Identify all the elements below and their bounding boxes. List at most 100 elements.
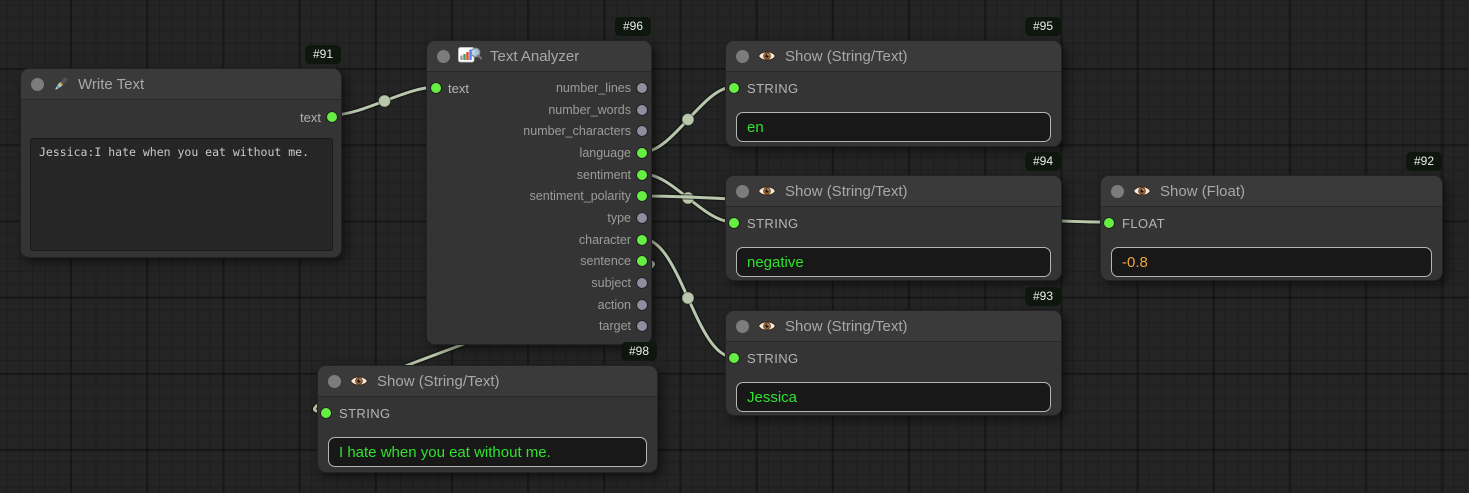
node-show-float[interactable]: #92 Show (Float) FLOAT -0.8	[1100, 152, 1443, 281]
output-row-text: text	[300, 106, 341, 128]
output-port-action[interactable]	[637, 299, 647, 310]
node-status-dot[interactable]	[437, 49, 450, 63]
output-port-type[interactable]	[637, 212, 647, 223]
output-label: subject	[591, 276, 631, 291]
input-label: text	[448, 80, 469, 96]
input-port-text[interactable]	[431, 83, 441, 93]
output-port-character[interactable]	[637, 234, 647, 245]
output-port-sentiment-polarity[interactable]	[637, 191, 647, 202]
output-row: sentiment	[427, 164, 651, 186]
eye-icon	[757, 49, 777, 63]
node-header[interactable]: Show (String/Text)	[726, 311, 1061, 342]
value-display: I hate when you eat without me.	[328, 437, 647, 467]
output-label: sentiment_polarity	[529, 189, 631, 204]
value-display: negative	[736, 247, 1051, 277]
input-port-string[interactable]	[729, 353, 739, 363]
output-port-sentiment[interactable]	[637, 169, 647, 180]
output-label: text	[300, 109, 321, 125]
input-row-string: STRING	[726, 212, 799, 234]
output-row: language	[427, 142, 651, 164]
input-port-string[interactable]	[729, 218, 739, 228]
output-port-number-characters[interactable]	[637, 126, 647, 137]
node-header[interactable]: Show (String/Text)	[726, 41, 1061, 72]
output-row: sentiment_polarity	[427, 185, 651, 207]
input-port-string[interactable]	[729, 83, 739, 93]
node-id-badge: #93	[1024, 287, 1061, 306]
node-id-badge: #96	[614, 17, 651, 36]
output-row: subject	[427, 272, 651, 294]
node-title: Write Text	[78, 75, 145, 93]
output-label: character	[578, 232, 631, 247]
node-id-badge: #94	[1024, 152, 1061, 171]
input-port-float[interactable]	[1104, 218, 1114, 228]
node-write-text[interactable]: #91 Write Text text Jessica:I hate when …	[20, 45, 342, 258]
output-port-language[interactable]	[637, 147, 647, 158]
node-status-dot[interactable]	[31, 77, 44, 91]
input-label: FLOAT	[1122, 215, 1165, 231]
write-text-input[interactable]: Jessica:I hate when you eat without me.	[30, 138, 333, 251]
output-port-subject[interactable]	[637, 278, 647, 289]
output-label: action	[597, 297, 631, 312]
node-title: Show (Float)	[1160, 182, 1246, 200]
node-id-badge: #98	[620, 342, 657, 361]
node-header[interactable]: Show (String/Text)	[726, 176, 1061, 207]
bar-chart-magnifier-icon	[458, 46, 482, 66]
input-label: STRING	[747, 350, 799, 366]
output-row: action	[427, 294, 651, 316]
output-port-target[interactable]	[637, 321, 647, 332]
node-status-dot[interactable]	[736, 49, 749, 63]
eye-icon	[757, 184, 777, 198]
node-show-sentiment[interactable]: #94 Show (String/Text) STRING negative	[725, 152, 1062, 281]
output-port-sentence[interactable]	[637, 256, 647, 267]
value-text: negative	[747, 253, 804, 271]
output-port-list: number_lines number_words number_charact…	[427, 77, 651, 337]
eye-icon	[1132, 184, 1152, 198]
output-row: character	[427, 229, 651, 251]
output-port-number-words[interactable]	[637, 104, 647, 115]
output-label: sentence	[580, 254, 631, 269]
node-text-analyzer[interactable]: #96 Text Analyzer text number_line	[426, 17, 652, 345]
node-id-badge: #95	[1024, 17, 1061, 36]
node-title: Show (String/Text)	[785, 317, 908, 335]
node-show-sentence[interactable]: #98 Show (String/Text) STRING I hate whe…	[317, 342, 658, 473]
node-show-character[interactable]: #93 Show (String/Text) STRING Jessica	[725, 287, 1062, 416]
value-text: en	[747, 118, 764, 136]
node-status-dot[interactable]	[328, 374, 341, 388]
output-label: type	[607, 210, 631, 225]
node-header[interactable]: Show (String/Text)	[318, 366, 657, 397]
output-row: target	[427, 316, 651, 338]
output-row: number_lines	[427, 77, 651, 99]
input-row-string: STRING	[726, 347, 799, 369]
value-display: Jessica	[736, 382, 1051, 412]
node-show-language[interactable]: #95 Show (String/Text) STRING en	[725, 17, 1062, 147]
value-text: I hate when you eat without me.	[339, 443, 551, 461]
input-label: STRING	[747, 80, 799, 96]
node-status-dot[interactable]	[1111, 184, 1124, 198]
fountain-pen-icon	[52, 75, 70, 93]
eye-icon	[757, 319, 777, 333]
node-header[interactable]: Write Text	[21, 69, 341, 100]
output-label: sentiment	[576, 167, 631, 182]
node-header[interactable]: Text Analyzer	[427, 41, 651, 72]
input-row-float: FLOAT	[1101, 212, 1165, 234]
node-status-dot[interactable]	[736, 184, 749, 198]
input-port-string[interactable]	[321, 408, 331, 418]
input-row-text: text	[427, 77, 469, 99]
input-row-string: STRING	[318, 402, 391, 424]
input-label: STRING	[339, 405, 391, 421]
node-title: Text Analyzer	[490, 47, 580, 65]
output-port-text[interactable]	[327, 112, 337, 122]
output-row: number_words	[427, 99, 651, 121]
output-label: number_words	[548, 102, 631, 117]
node-header[interactable]: Show (Float)	[1101, 176, 1442, 207]
output-row: sentence	[427, 251, 651, 273]
node-id-badge: #91	[304, 45, 341, 64]
output-row: number_characters	[427, 120, 651, 142]
output-label: number_lines	[555, 80, 631, 95]
node-status-dot[interactable]	[736, 319, 749, 333]
output-label: target	[599, 319, 631, 334]
value-display: en	[736, 112, 1051, 142]
output-label: number_characters	[523, 124, 631, 139]
output-port-number-lines[interactable]	[637, 82, 647, 93]
